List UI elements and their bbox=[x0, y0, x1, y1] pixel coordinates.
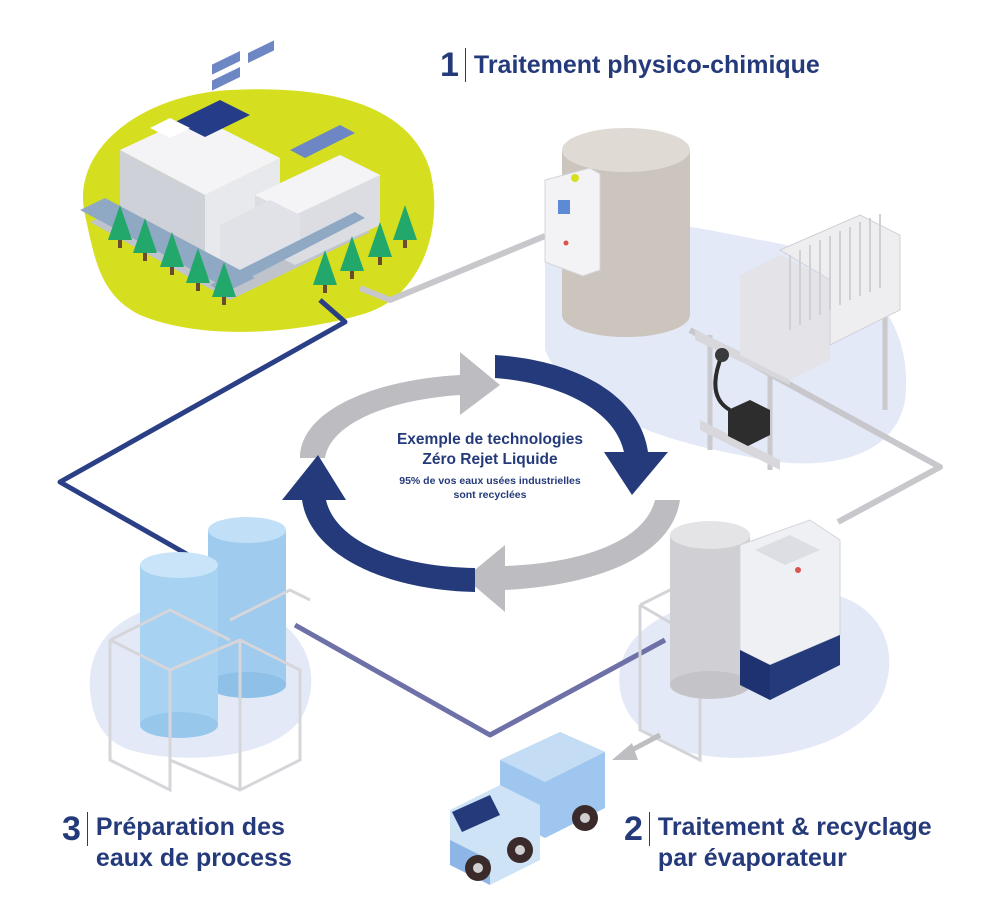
output-arrow-icon bbox=[612, 732, 662, 760]
step-2-label: 2 Traitement & recyclage par évaporateur bbox=[624, 812, 932, 874]
evaporator-icon bbox=[638, 519, 841, 763]
cycle-caption: Exemple de technologies Zéro Rejet Liqui… bbox=[330, 430, 650, 502]
step-1-number: 1 bbox=[440, 48, 466, 82]
step-3-label: 3 Préparation des eaux de process bbox=[62, 812, 292, 874]
cycle-arrow-grey-bottom bbox=[465, 500, 680, 612]
cycle-title-line-1: Exemple de technologies bbox=[396, 431, 584, 448]
step-2-line-2: par évaporateur bbox=[657, 844, 847, 872]
purple-pipe-storage-to-evaporator bbox=[293, 622, 667, 738]
filter-press-icon bbox=[695, 214, 901, 470]
treatment-tank-icon bbox=[544, 128, 690, 337]
truck-icon bbox=[450, 732, 605, 885]
trees bbox=[108, 205, 417, 305]
step-3-line-1: Préparation des bbox=[95, 813, 285, 841]
storage-tanks-icon bbox=[108, 517, 311, 793]
step-3-line-2: eaux de process bbox=[95, 844, 292, 872]
cycle-arrow-navy-right bbox=[495, 355, 668, 495]
navy-pipe-factory-to-storage bbox=[57, 298, 348, 559]
step-2-number: 2 bbox=[624, 812, 650, 846]
cycle-subtitle-line-2: sont recyclées bbox=[453, 489, 527, 501]
cycle-title-line-2: Zéro Rejet Liquide bbox=[422, 451, 558, 468]
step-3-number: 3 bbox=[62, 812, 88, 846]
cycle-arrow-navy-left bbox=[282, 455, 475, 592]
step-2-line-1: Traitement & recyclage bbox=[657, 813, 932, 841]
cycle-subtitle-line-1: 95% de vos eaux usées industrielles bbox=[399, 475, 581, 487]
grey-pipe-factory-to-treatment bbox=[358, 233, 547, 303]
cycle-arrow-grey-top bbox=[300, 352, 500, 458]
cycle-arrows-icon bbox=[282, 352, 680, 612]
factory-icon bbox=[80, 40, 380, 300]
step-1-label: 1 Traitement physico-chimique bbox=[440, 48, 820, 82]
step-1-text: Traitement physico-chimique bbox=[473, 51, 820, 79]
